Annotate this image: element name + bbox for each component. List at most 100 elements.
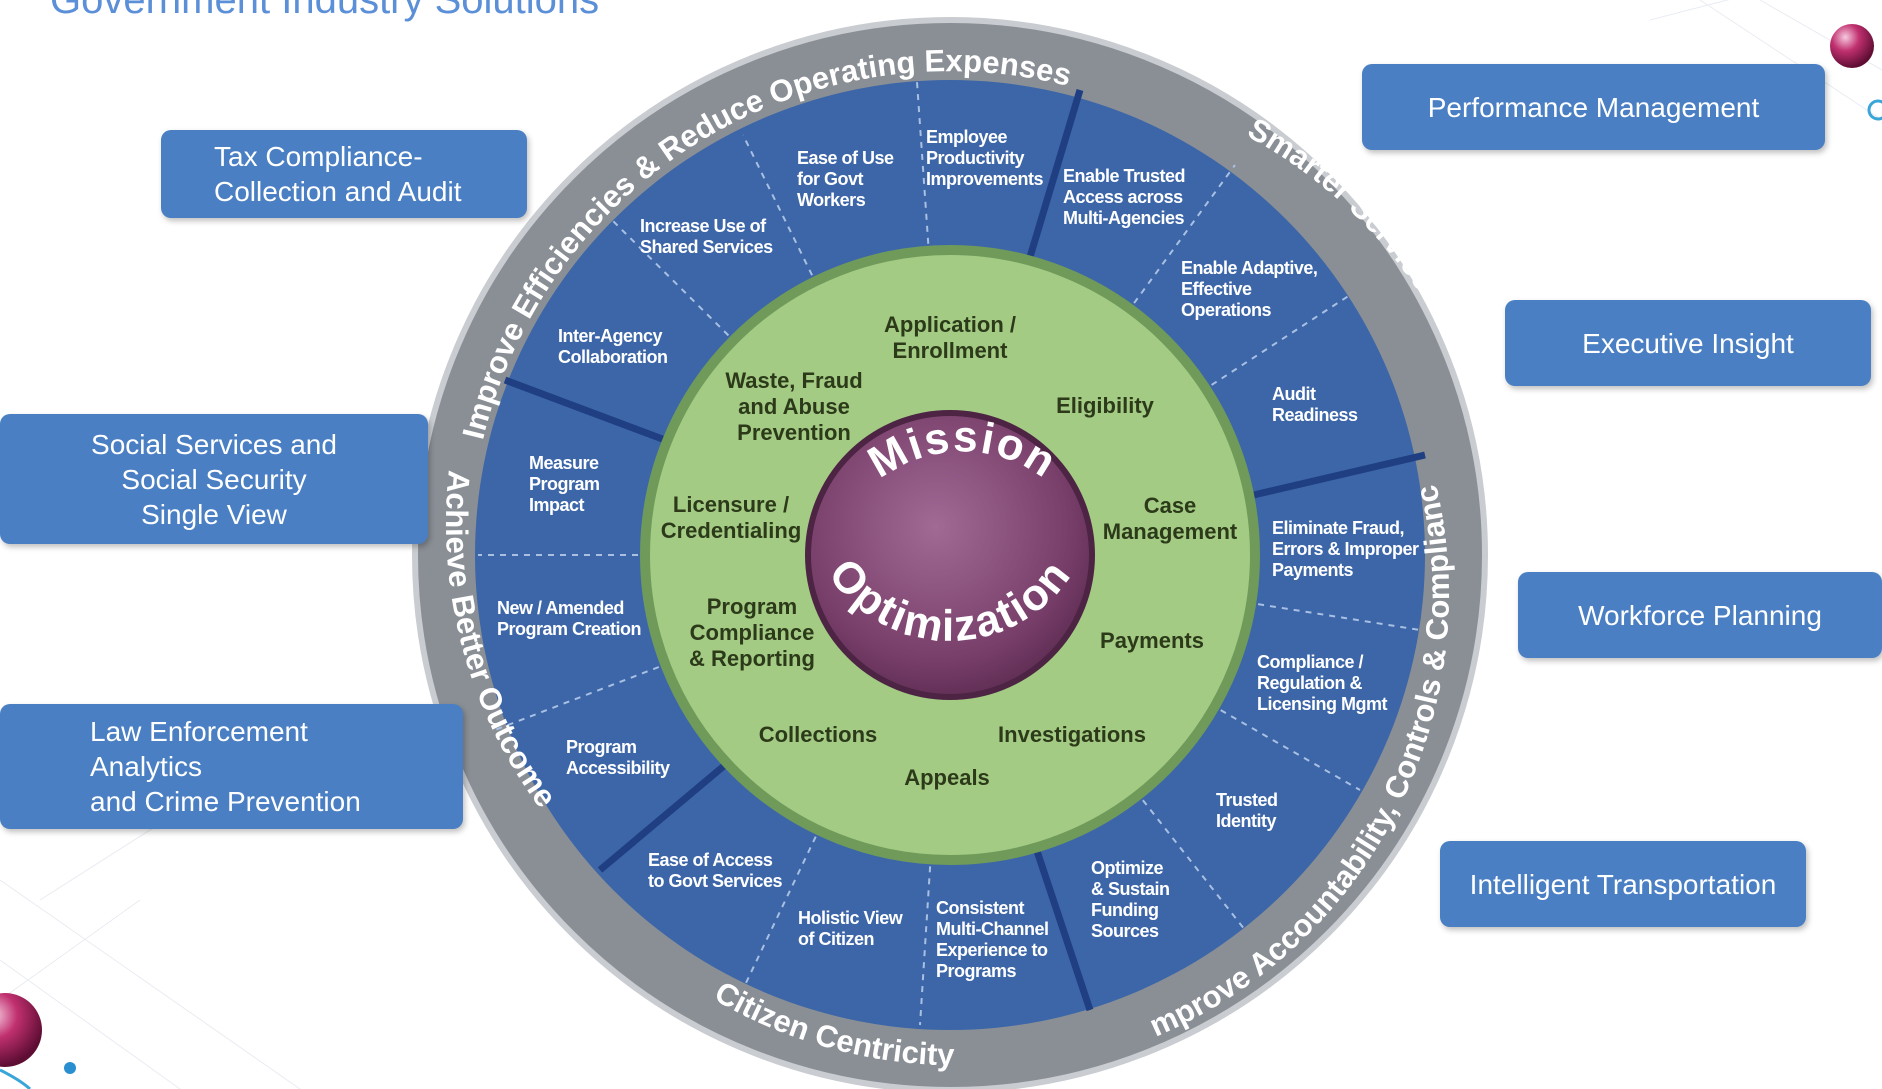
callout-tax-compliance[interactable]: Tax Compliance- Collection and Audit — [161, 130, 527, 218]
label-line: Licensing Mgmt — [1257, 694, 1388, 714]
label-line: Audit — [1272, 384, 1316, 404]
label-line: Increase Use of — [640, 216, 767, 236]
label-line: Productivity — [926, 148, 1025, 168]
decor-ball-top-right — [1830, 24, 1874, 68]
inner-label-investigations: Investigations — [998, 722, 1146, 747]
inner-label-licensure: Licensure /Credentialing — [661, 492, 802, 543]
inner-label-collections: Collections — [759, 722, 878, 747]
segment-label-compliance: Compliance /Regulation &Licensing Mgmt — [1257, 652, 1388, 714]
label-line: Program — [529, 474, 600, 494]
label-line: Appeals — [904, 765, 990, 790]
callout-performance-management[interactable]: Performance Management — [1362, 64, 1825, 150]
label-line: Ease of Access — [648, 850, 773, 870]
callout-social-services[interactable]: Social Services and Social Security Sing… — [0, 414, 428, 544]
label-line: Shared Services — [640, 237, 773, 257]
label-line: Prevention — [737, 420, 851, 445]
label-line: Employee — [926, 127, 1008, 147]
inner-label-application: Application /Enrollment — [884, 312, 1016, 363]
label-line: Compliance / — [1257, 652, 1364, 672]
inner-label-eligibility: Eligibility — [1056, 393, 1155, 418]
label-line: Program — [566, 737, 637, 757]
label-line: Multi-Agencies — [1063, 208, 1185, 228]
callout-workforce-planning[interactable]: Workforce Planning — [1518, 572, 1882, 658]
label-line: Readiness — [1272, 405, 1358, 425]
decor-arc-bottom-left — [0, 1068, 32, 1089]
label-line: Access across — [1063, 187, 1183, 207]
label-line: Enrollment — [893, 338, 1009, 363]
label-line: Optimize — [1091, 858, 1163, 878]
label-line: to Govt Services — [648, 871, 783, 891]
label-line: Experience to — [936, 940, 1048, 960]
label-line: Payments — [1100, 628, 1204, 653]
label-line: for Govt — [797, 169, 864, 189]
label-line: of Citizen — [798, 929, 874, 949]
label-line: Investigations — [998, 722, 1146, 747]
label-line: Workers — [797, 190, 866, 210]
inner-label-payments: Payments — [1100, 628, 1204, 653]
callout-law-enforcement[interactable]: Law Enforcement Analytics and Crime Prev… — [0, 704, 463, 829]
label-line: Sources — [1091, 921, 1159, 941]
label-line: Management — [1103, 519, 1238, 544]
label-line: Accessibility — [566, 758, 670, 778]
callout-executive-insight[interactable]: Executive Insight — [1505, 300, 1871, 386]
inner-label-appeals: Appeals — [904, 765, 990, 790]
decor-dot-bottom-left — [64, 1062, 76, 1074]
label-line: Program Creation — [497, 619, 641, 639]
callout-intelligent-transportation[interactable]: Intelligent Transportation — [1440, 841, 1806, 927]
label-line: Eligibility — [1056, 393, 1155, 418]
label-line: Regulation & — [1257, 673, 1362, 693]
label-line: Operations — [1181, 300, 1272, 320]
page-title: Government Industry Solutions — [50, 0, 600, 22]
segment-solid-dividers — [503, 88, 1426, 1012]
label-line: Compliance — [690, 620, 815, 645]
label-line: Impact — [529, 495, 585, 515]
label-line: Waste, Fraud — [725, 368, 862, 393]
label-line: Programs — [936, 961, 1017, 981]
label-line: Effective — [1181, 279, 1252, 299]
label-line: Collaboration — [558, 347, 668, 367]
label-line: Trusted — [1216, 790, 1278, 810]
label-line: and Abuse — [738, 394, 850, 419]
label-line: & Sustain — [1091, 879, 1170, 899]
label-line: & Reporting — [689, 646, 815, 671]
label-line: Errors & Improper — [1272, 539, 1419, 559]
label-line: Application / — [884, 312, 1016, 337]
label-line: Case — [1144, 493, 1197, 518]
label-line: Licensure / — [673, 492, 789, 517]
label-line: Payments — [1272, 560, 1354, 580]
label-line: Enable Adaptive, — [1181, 258, 1317, 278]
label-line: Identity — [1216, 811, 1276, 831]
label-line: Holistic View — [798, 908, 904, 928]
label-line: Collections — [759, 722, 878, 747]
decor-ball-bottom-left — [0, 993, 42, 1067]
decor-ring-top-right — [1867, 99, 1882, 121]
label-line: Multi-Channel — [936, 919, 1049, 939]
label-line: Credentialing — [661, 518, 802, 543]
label-line: Ease of Use — [797, 148, 894, 168]
label-line: Enable Trusted — [1063, 166, 1185, 186]
label-line: Measure — [529, 453, 599, 473]
label-line: Inter-Agency — [558, 326, 663, 346]
label-line: Funding — [1091, 900, 1158, 920]
label-line: Eliminate Fraud, — [1272, 518, 1404, 538]
label-line: Improvements — [926, 169, 1044, 189]
